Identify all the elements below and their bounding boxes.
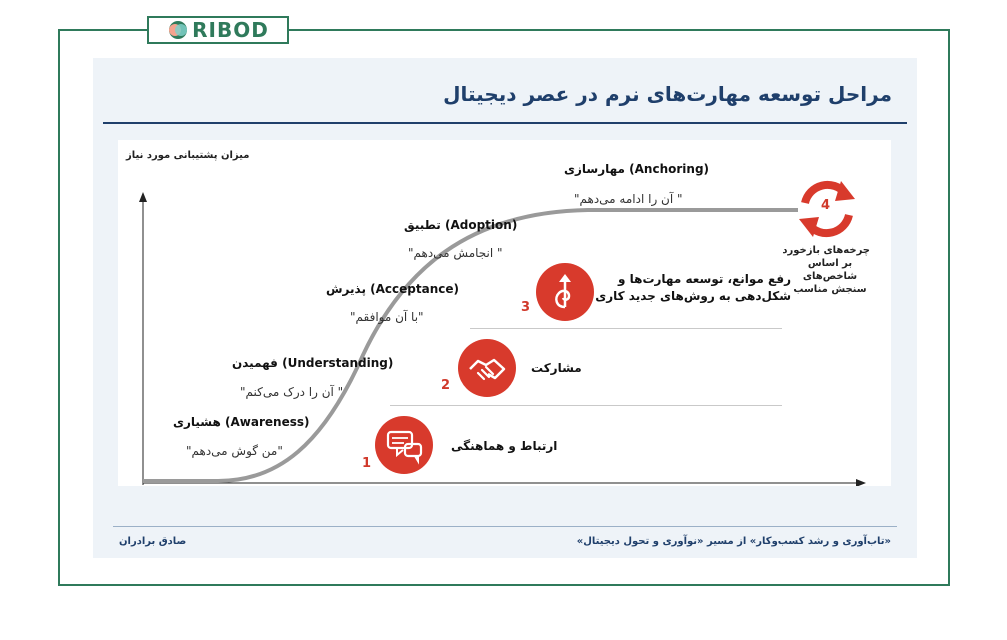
stage-understanding-title: فهمیدن (Understanding) xyxy=(232,356,394,370)
stage-awareness-quote: "من گوش می‌دهم" xyxy=(186,444,283,458)
level-3-number: 3 xyxy=(521,300,531,315)
stage-awareness-title: هشیاری (Awareness) xyxy=(173,415,310,429)
adoption-s-curve xyxy=(143,208,798,483)
slide: مراحل توسعه مهارت‌های نرم در عصر دیجیتال… xyxy=(93,58,917,558)
logo-mark-icon xyxy=(169,21,188,39)
level-2-text: مشارکت xyxy=(531,361,582,375)
level-1-icon-circle xyxy=(375,416,433,474)
stage-understanding-quote: " آن را درک می‌کنم" xyxy=(240,385,344,399)
feedback-text-line-2: بر اساس xyxy=(807,258,853,269)
level-2-icon-circle xyxy=(458,339,516,397)
footer-rule xyxy=(113,526,897,527)
y-axis-arrowhead xyxy=(139,192,147,202)
feedback-text-line-3: شاخص‌های xyxy=(802,271,858,282)
level-3-text-line-1: رفع موانع، توسعه مهارت‌ها و xyxy=(618,272,791,286)
stage-acceptance-title: پذیرش (Acceptance) xyxy=(326,282,459,296)
level-divider xyxy=(390,405,782,406)
stage-adoption-title: تطبیق (Adoption) xyxy=(404,218,518,232)
stage-anchoring-title: مهارسازی (Anchoring) xyxy=(564,162,710,176)
logo-text: RIBOD xyxy=(192,18,269,42)
level-2-number: 2 xyxy=(441,378,451,393)
stage-acceptance-quote: "با آن موافقم" xyxy=(350,310,424,324)
footer-author: صادق برادران xyxy=(119,536,187,547)
feedback-text-line-1: چرخه‌های بازخورد xyxy=(782,245,870,256)
feedback-text-line-4: سنجش مناسب xyxy=(793,284,867,295)
level-1-text: ارتباط و هماهنگی xyxy=(451,439,558,453)
x-axis-arrowhead xyxy=(856,479,866,486)
chat-bubbles-icon xyxy=(386,430,423,465)
diagram-panel: میزان پشتیبانی مورد نیاز هشیاری (Awarene… xyxy=(118,140,891,486)
cycle-arrows-icon xyxy=(799,180,855,238)
level-3-text-line-2: شکل‌دهی به روش‌های جدید کاری xyxy=(595,289,791,303)
oribod-logo: RIBOD xyxy=(147,16,289,44)
level-divider xyxy=(470,328,782,329)
diagram-graphics xyxy=(139,192,866,486)
growth-spiral-icon xyxy=(555,274,571,309)
title-rule xyxy=(103,122,907,124)
y-axis-label: میزان پشتیبانی مورد نیاز xyxy=(126,150,250,161)
stage-anchoring-quote: " آن را ادامه می‌دهم" xyxy=(574,192,683,206)
stage-adoption-quote: " انجامش می‌دهم" xyxy=(408,246,503,260)
level-3-icon-circle xyxy=(536,263,594,321)
handshake-icon xyxy=(469,358,506,381)
slide-title: مراحل توسعه مهارت‌های نرم در عصر دیجیتال xyxy=(443,82,892,106)
feedback-number: 4 xyxy=(821,198,831,213)
level-1-number: 1 xyxy=(362,456,372,471)
footer-source: «تاب‌آوری و رشد کسب‌وکار» از مسیر «نوآور… xyxy=(576,536,891,547)
